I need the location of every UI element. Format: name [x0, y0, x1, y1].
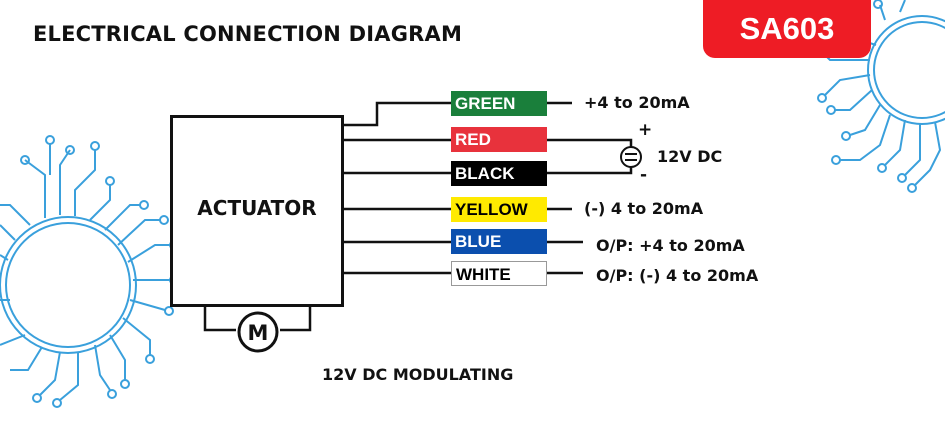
motor-bracket — [203, 307, 312, 332]
footer-caption: 12V DC MODULATING — [322, 365, 514, 384]
wire-yellow: YELLOW — [451, 197, 547, 222]
wire-blue: BLUE — [451, 229, 547, 254]
wire-red: RED — [451, 127, 547, 152]
supply-minus: - — [640, 165, 648, 185]
motor-symbol — [237, 311, 279, 353]
green-wire-line — [344, 101, 451, 127]
circuit-left-graphic — [0, 135, 179, 408]
wire-black: BLACK — [451, 161, 547, 186]
wire-green: GREEN — [451, 91, 547, 116]
diagram-title: ELECTRICAL CONNECTION DIAGRAM — [33, 22, 463, 46]
green-signal-label: +4 to 20mA — [584, 93, 690, 112]
model-badge: SA603 — [703, 0, 871, 58]
black-supply-line — [547, 166, 633, 175]
actuator-box: ACTUATOR — [170, 115, 344, 307]
red-supply-line — [547, 138, 633, 147]
white-signal-label: O/P: (-) 4 to 20mA — [596, 266, 759, 285]
blue-signal-label: O/P: +4 to 20mA — [596, 236, 745, 255]
motor-label: M — [247, 321, 269, 345]
yellow-signal-label: (-) 4 to 20mA — [584, 199, 704, 218]
dc-source-symbol — [620, 146, 642, 168]
supply-plus: + — [638, 120, 653, 140]
actuator-label: ACTUATOR — [197, 196, 317, 220]
wire-white: WHITE — [451, 261, 547, 286]
supply-label: 12V DC — [657, 147, 723, 166]
